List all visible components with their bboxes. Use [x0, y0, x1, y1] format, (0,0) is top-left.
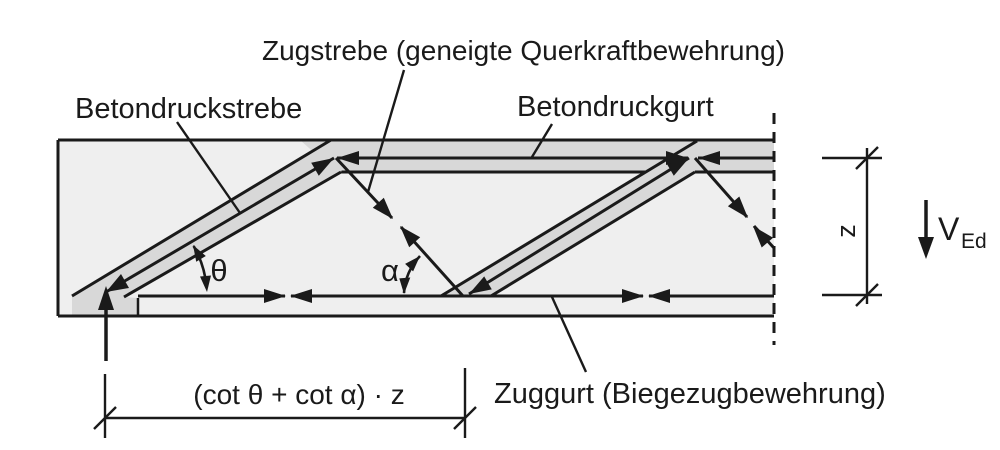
leader-tension-strut [366, 69, 406, 193]
compression-strut-2 [440, 139, 698, 298]
tension-2-arrowhead-up [753, 226, 774, 248]
z-dim-tick-top [855, 146, 879, 170]
shear-force-arrow [918, 200, 934, 259]
label-tension-strut: Zugstrebe (geneigte Querkraftbewehrung) [262, 35, 785, 66]
label-alpha: α [381, 253, 399, 288]
span-dimension [93, 368, 477, 438]
label-compression-strut: Betondruckstrebe [75, 93, 302, 125]
shear-force-label: V [938, 211, 960, 247]
beam-outline [56, 138, 774, 318]
top-chord-arrowhead-right [698, 151, 720, 165]
leader-compression-chord [530, 123, 554, 158]
span-dim-tick-left [93, 406, 117, 430]
theta-angle-arc [192, 245, 211, 292]
beam-body [58, 140, 774, 316]
label-tension-chord: Zuggurt (Biegezugbewehrung) [494, 378, 886, 410]
bottom-chord-force-arrows [138, 289, 774, 303]
alpha-arc-arrowhead-bottom [399, 277, 411, 294]
z-dimension-label: z [831, 224, 861, 238]
theta-arc-arrowhead-bottom [200, 275, 211, 292]
top-chord-arrowhead-mid-right [666, 151, 688, 165]
alpha-angle-arc [399, 255, 421, 294]
tension-diagonal-2 [693, 157, 776, 250]
strut-1-force-arrowhead-bottom [106, 274, 129, 292]
z-dim-tick-bottom [855, 283, 879, 307]
leader-compression-strut [176, 121, 241, 214]
compression-strut-1 [71, 138, 354, 316]
strut-2-force-arrowhead-bottom [469, 276, 492, 294]
bottom-chord-arrowhead-2l [648, 289, 670, 303]
strut-1-force-arrowhead-top [311, 158, 334, 176]
bottom-chord-arrowhead-1r [264, 289, 286, 303]
tension-1-arrowhead-up [400, 226, 421, 248]
leader-tension-chord [550, 296, 588, 373]
span-dim-tick-right [453, 406, 477, 430]
z-dimension [822, 146, 882, 307]
alpha-arc-arrowhead-top [405, 256, 420, 272]
support-reaction-arrow [98, 286, 114, 361]
strut-2-force-line [468, 156, 690, 296]
beam-fill [58, 140, 774, 316]
label-theta: θ [210, 253, 227, 288]
strut-1-force-line [105, 156, 335, 294]
bottom-chord-arrowhead-1l [290, 289, 312, 303]
shear-force-subscript: Ed [961, 230, 987, 253]
leader-lines [176, 69, 588, 373]
top-chord-arrowhead-left [337, 151, 359, 165]
theta-arc-arrowhead-top [193, 245, 206, 262]
tension-2-arrowhead-down [727, 196, 748, 218]
shear-arrowhead [918, 237, 934, 259]
top-chord-force-arrows [337, 151, 774, 165]
label-compression-chord: Betondruckgurt [517, 91, 714, 123]
tension-1-arrowhead-down [372, 197, 393, 219]
span-dimension-label: (cot θ + cot α) · z [193, 379, 404, 410]
tension-diagonal-1 [334, 156, 465, 298]
reaction-arrowhead [98, 286, 114, 310]
bottom-chord-arrowhead-2r [622, 289, 644, 303]
